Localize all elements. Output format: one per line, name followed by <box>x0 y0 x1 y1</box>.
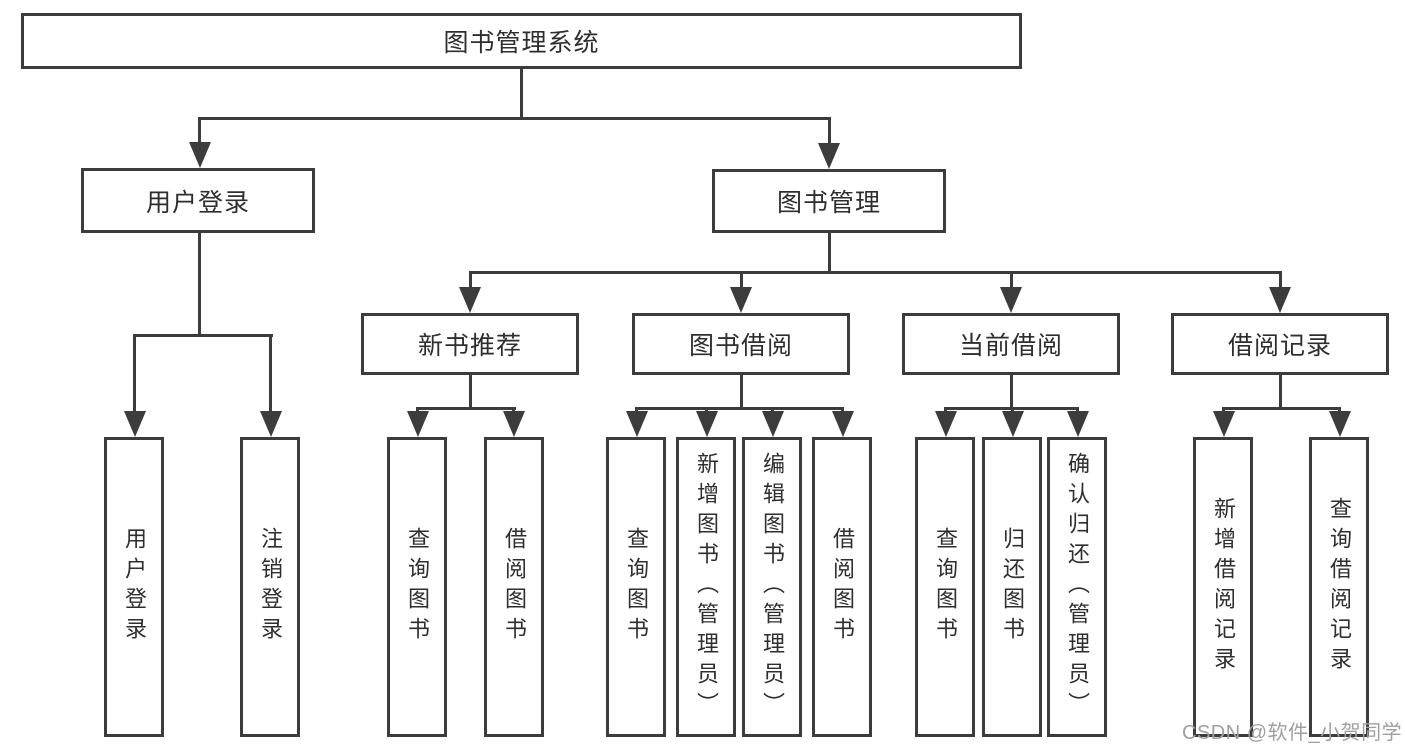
node-new-book-recommend: 新书推荐 <box>361 313 579 375</box>
leaf-query-books-recommend: 查询图书 <box>387 437 447 737</box>
node-book-mgmt: 图书管理 <box>712 169 946 233</box>
arrow-to-borrow-records-icon <box>1269 287 1291 313</box>
arrow-leaf9-icon <box>935 411 957 437</box>
leaf-borrow-books-recommend: 借阅图书 <box>484 437 544 737</box>
arrow-leaf7-icon <box>762 411 784 437</box>
node-borrow-records-label: 借阅记录 <box>1227 332 1332 360</box>
connector-new-books-stem <box>469 375 472 409</box>
leaf-query-books-borrow: 查询图书 <box>606 437 666 737</box>
leaf-add-borrow-record: 新增借阅记录 <box>1193 437 1253 737</box>
leaf-query-books-borrow-label: 查询图书 <box>624 527 649 647</box>
node-book-mgmt-label: 图书管理 <box>776 189 881 217</box>
connector-root-hbar <box>198 117 831 120</box>
leaf-borrow-books-recommend-label: 借阅图书 <box>502 527 527 647</box>
arrow-to-book-mgmt-icon <box>818 143 840 169</box>
arrow-to-leaf-logout-icon <box>260 411 282 437</box>
leaf-query-borrow-record: 查询借阅记录 <box>1309 437 1369 737</box>
leaf-return-book-label: 归还图书 <box>1000 527 1025 647</box>
connector-new-books-hbar <box>416 407 516 410</box>
arrow-leaf6-icon <box>696 411 718 437</box>
arrow-leaf4-icon <box>503 411 525 437</box>
arrow-leaf10-icon <box>1002 411 1024 437</box>
connector-to-book-mgmt-stem <box>828 117 831 144</box>
connector-borrow-records-hbar <box>1222 407 1341 410</box>
node-root: 图书管理系统 <box>21 13 1022 69</box>
leaf-confirm-return-admin-label: 确认归还（管理员） <box>1065 452 1090 722</box>
arrow-to-book-borrow-icon <box>730 287 752 313</box>
arrow-leaf8-icon <box>832 411 854 437</box>
arrow-leaf5-icon <box>626 411 648 437</box>
arrow-to-current-borrow-icon <box>1000 287 1022 313</box>
node-book-borrow-label: 图书借阅 <box>688 332 793 360</box>
leaf-edit-book-admin: 编辑图书（管理员） <box>742 437 802 737</box>
leaf-add-borrow-record-label: 新增借阅记录 <box>1211 497 1236 677</box>
leaf-return-book: 归还图书 <box>982 437 1042 737</box>
watermark: CSDN @软件_小贺同学 <box>1182 722 1403 744</box>
arrow-leaf13-icon <box>1329 411 1351 437</box>
connector-book-mgmt-hbar <box>469 271 1282 274</box>
arrow-leaf11-icon <box>1067 411 1089 437</box>
node-book-borrow: 图书借阅 <box>632 313 850 375</box>
connector-user-login-hbar <box>133 334 273 337</box>
connector-to-current-borrow-stem <box>1010 271 1013 289</box>
connector-to-leaf-logout-stem <box>269 334 272 413</box>
arrow-to-user-login-icon <box>189 142 211 168</box>
node-new-book-recommend-label: 新书推荐 <box>417 332 522 360</box>
connector-user-login-stem <box>198 233 201 337</box>
leaf-query-books-current: 查询图书 <box>915 437 975 737</box>
leaf-add-book-admin-label: 新增图书（管理员） <box>694 452 719 722</box>
connector-book-borrow-hbar <box>635 407 844 410</box>
arrow-leaf12-icon <box>1213 411 1235 437</box>
connector-borrow-records-substem <box>1279 375 1282 409</box>
node-user-login-label: 用户登录 <box>145 188 250 217</box>
node-current-borrow-label: 当前借阅 <box>958 332 1063 360</box>
connector-book-borrow-substem <box>740 375 743 409</box>
leaf-logout-label: 注销登录 <box>258 527 283 647</box>
leaf-add-book-admin: 新增图书（管理员） <box>676 437 736 737</box>
node-borrow-records: 借阅记录 <box>1171 313 1389 375</box>
leaf-confirm-return-admin: 确认归还（管理员） <box>1047 437 1107 737</box>
leaf-borrow-books-borrow-label: 借阅图书 <box>830 527 855 647</box>
connector-to-leaf-login-stem <box>133 334 136 413</box>
connector-root-stem <box>520 69 523 119</box>
leaf-user-login: 用户登录 <box>104 437 164 737</box>
arrow-to-leaf-login-icon <box>124 411 146 437</box>
leaf-query-books-current-label: 查询图书 <box>933 527 958 647</box>
connector-to-user-login-stem <box>198 117 201 144</box>
leaf-logout: 注销登录 <box>240 437 300 737</box>
arrow-leaf3-icon <box>407 411 429 437</box>
connector-current-borrow-substem <box>1010 375 1013 409</box>
arrow-to-new-books-icon <box>459 287 481 313</box>
connector-to-new-books-stem <box>469 271 472 289</box>
connector-book-mgmt-stem <box>828 233 831 274</box>
leaf-edit-book-admin-label: 编辑图书（管理员） <box>760 452 785 722</box>
node-user-login: 用户登录 <box>81 168 315 233</box>
leaf-user-login-label: 用户登录 <box>122 527 147 647</box>
connector-to-book-borrow-stem <box>740 271 743 289</box>
node-current-borrow: 当前借阅 <box>902 313 1120 375</box>
connector-to-borrow-records-stem <box>1279 271 1282 289</box>
leaf-query-borrow-record-label: 查询借阅记录 <box>1327 497 1352 677</box>
leaf-borrow-books-borrow: 借阅图书 <box>812 437 872 737</box>
leaf-query-books-recommend-label: 查询图书 <box>405 527 430 647</box>
node-root-label: 图书管理系统 <box>443 29 600 57</box>
